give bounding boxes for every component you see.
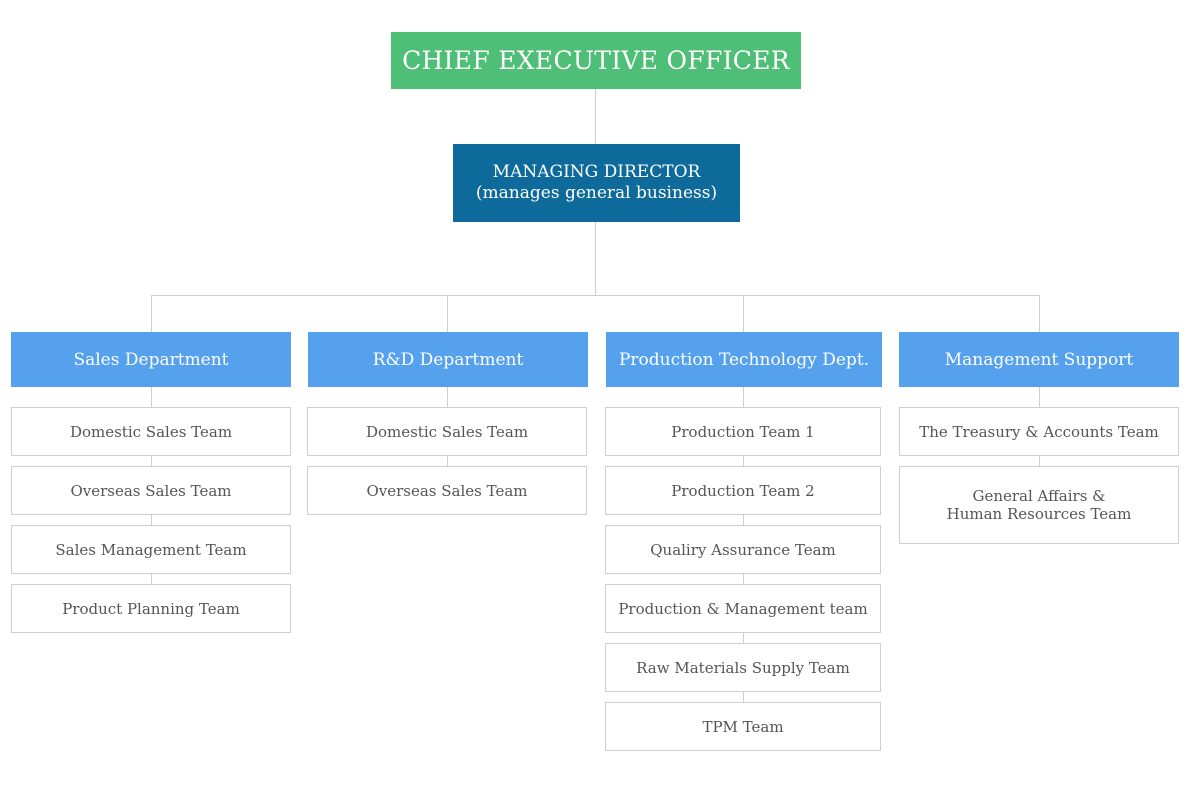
team-label: Domestic Sales Team <box>69 422 233 441</box>
team-box: Sales Management Team <box>11 525 291 574</box>
team-label: Overseas Sales Team <box>70 481 232 500</box>
team-box: Overseas Sales Team <box>11 466 291 515</box>
team-box: Qualiry Assurance Team <box>605 525 881 574</box>
team-label: Product Planning Team <box>62 599 240 618</box>
ceo-box: CHIEF EXECUTIVE OFFICER <box>391 32 801 89</box>
team-label-line2: Human Resources Team <box>946 505 1132 523</box>
connector-ceo-md <box>595 89 596 144</box>
team-label: Qualiry Assurance Team <box>650 540 836 559</box>
department-label: Management Support <box>944 349 1134 370</box>
department-rnd: R&D Department <box>308 332 588 387</box>
team-label: Sales Management Team <box>55 540 247 559</box>
department-sales: Sales Department <box>11 332 291 387</box>
team-label: Raw Materials Supply Team <box>636 658 850 677</box>
team-label-line1: General Affairs & <box>972 487 1106 505</box>
team-label: Production Team 1 <box>671 422 815 441</box>
connector-md-bus <box>595 222 596 295</box>
department-management-support: Management Support <box>899 332 1179 387</box>
connector-bus-rnd <box>447 295 448 332</box>
connector-bus-sales <box>151 295 152 332</box>
connector-horizontal-bus <box>151 295 1040 296</box>
department-label: Production Technology Dept. <box>618 349 870 370</box>
team-box: Production Team 2 <box>605 466 881 515</box>
team-box: Product Planning Team <box>11 584 291 633</box>
team-label: The Treasury & Accounts Team <box>919 422 1159 441</box>
team-label: TPM Team <box>702 717 784 736</box>
department-production-technology: Production Technology Dept. <box>606 332 882 387</box>
team-box: The Treasury & Accounts Team <box>899 407 1179 456</box>
department-label: Sales Department <box>73 349 229 370</box>
connector-bus-production <box>743 295 744 332</box>
team-box: TPM Team <box>605 702 881 751</box>
team-box: General Affairs & Human Resources Team <box>899 466 1179 544</box>
team-box: Raw Materials Supply Team <box>605 643 881 692</box>
team-label: Overseas Sales Team <box>366 481 528 500</box>
ceo-label: CHIEF EXECUTIVE OFFICER <box>402 46 790 75</box>
team-box: Production & Management team <box>605 584 881 633</box>
department-label: R&D Department <box>372 349 524 370</box>
managing-director-box: MANAGING DIRECTOR (manages general busin… <box>453 144 740 222</box>
team-box: Overseas Sales Team <box>307 466 587 515</box>
team-label: Domestic Sales Team <box>365 422 529 441</box>
connector-bus-management <box>1039 295 1040 332</box>
managing-director-subtitle: (manages general business) <box>475 183 718 203</box>
team-box: Domestic Sales Team <box>11 407 291 456</box>
team-label: Production Team 2 <box>671 481 815 500</box>
managing-director-title: MANAGING DIRECTOR <box>492 162 701 182</box>
team-label: Production & Management team <box>618 599 868 618</box>
team-box: Domestic Sales Team <box>307 407 587 456</box>
team-box: Production Team 1 <box>605 407 881 456</box>
